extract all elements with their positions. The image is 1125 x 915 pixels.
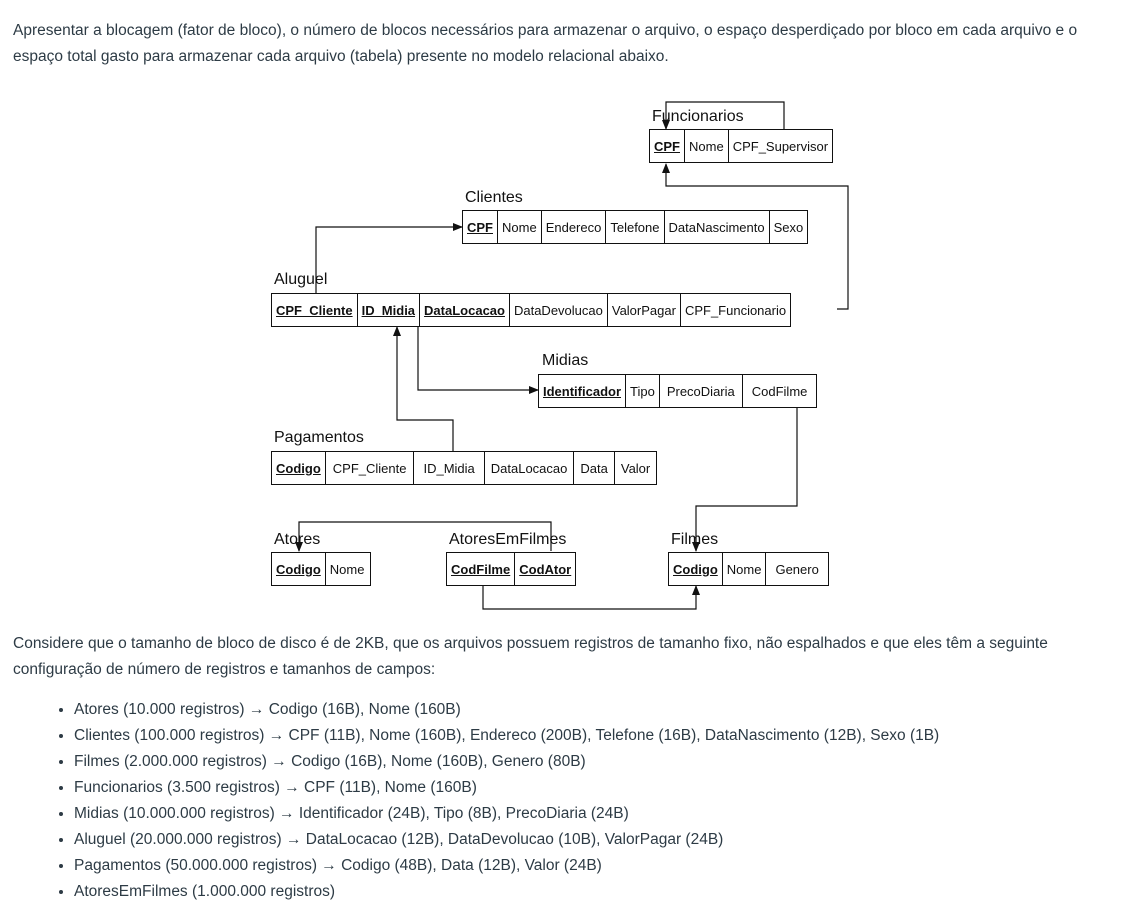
- column-codfilme: CodFilme: [751, 383, 808, 399]
- column-nome: Nome: [329, 561, 365, 577]
- atoresemfilmes-filmes-line: [482, 584, 700, 610]
- table-name-funcionarios: Funcionarios: [652, 108, 744, 125]
- column-datalocacao: DataLocacao: [485, 452, 575, 484]
- table-name-clientes: Clientes: [465, 189, 523, 206]
- table-funcionarios: CPF Nome CPF_Supervisor: [649, 129, 834, 163]
- list-item: AtoresEmFilmes (1.000.000 registros): [74, 879, 939, 905]
- aluguel-midia-line: [417, 325, 539, 394]
- column-tipo: Tipo: [626, 375, 660, 407]
- table-pagamentos: Codigo CPF_Cliente ID_Midia DataLocacao …: [271, 451, 658, 485]
- funcionarios-self-ref-line: [662, 101, 785, 130]
- column-cpf-cliente: CPF_Cliente: [326, 452, 415, 484]
- column-nome: Nome: [498, 211, 542, 243]
- table-aluguel: CPF_Cliente ID_Midia DataLocacao DataDev…: [271, 293, 792, 327]
- table-clientes: CPF Nome Endereco Telefone DataNasciment…: [462, 210, 809, 244]
- column-valor: Valor: [620, 460, 651, 476]
- list-item: Pagamentos (50.000.000 registros) → Codi…: [74, 853, 939, 879]
- pagamentos-aluguel-line: [393, 326, 454, 451]
- column-nome: Nome: [723, 553, 767, 585]
- column-id-midia: ID_Midia: [414, 452, 485, 484]
- aluguel-funcionario-line: [662, 163, 849, 310]
- list-item: Filmes (2.000.000 registros) → Codigo (1…: [74, 749, 939, 775]
- column-valorpagar: ValorPagar: [608, 294, 681, 326]
- column-sexo: Sexo: [773, 219, 804, 235]
- table-name-atores: Atores: [274, 531, 321, 548]
- column-codigo: Codigo: [669, 553, 723, 585]
- column-endereco: Endereco: [542, 211, 607, 243]
- table-name-aluguel: Aluguel: [274, 271, 328, 288]
- table-name-filmes: Filmes: [671, 531, 719, 548]
- column-cpf-supervisor: CPF_Supervisor: [732, 138, 829, 154]
- column-cpf-funcionario: CPF_Funcionario: [684, 302, 787, 318]
- column-cpf: CPF: [463, 211, 498, 243]
- column-genero: Genero: [775, 561, 819, 577]
- relational-model-diagram: Funcionarios CPF Nome CPF_Supervisor Cli…: [271, 101, 849, 610]
- column-id-midia: ID_Midia: [358, 294, 421, 326]
- table-filmes: Codigo Nome Genero: [668, 552, 829, 586]
- atoresemfilmes-atores-line: [295, 521, 552, 552]
- file-configuration-list: Atores (10.000 registros) → Codigo (16B)…: [56, 697, 939, 905]
- table-name-pagamentos: Pagamentos: [274, 429, 364, 446]
- column-nome: Nome: [685, 130, 729, 162]
- column-codator: CodAtor: [519, 561, 572, 577]
- list-item: Aluguel (20.000.000 registros) → DataLoc…: [74, 827, 939, 853]
- list-item: Midias (10.000.000 registros) → Identifi…: [74, 801, 939, 827]
- table-atores: Codigo Nome: [271, 552, 372, 586]
- table-atoresemfilmes: CodFilme CodAtor: [446, 552, 577, 586]
- column-cpf: CPF: [650, 130, 685, 162]
- midias-filmes-line: [692, 407, 798, 552]
- consider-paragraph: Considere que o tamanho de bloco de disc…: [13, 635, 1048, 678]
- column-data: Data: [574, 452, 615, 484]
- list-item: Clientes (100.000 registros) → CPF (11B)…: [74, 723, 939, 749]
- aluguel-cliente-line: [315, 223, 463, 295]
- column-codfilme: CodFilme: [447, 553, 516, 585]
- column-datadevolucao: DataDevolucao: [510, 294, 608, 326]
- column-telefone: Telefone: [606, 211, 665, 243]
- table-name-atoresemfilmes: AtoresEmFilmes: [449, 531, 567, 548]
- column-datalocacao: DataLocacao: [420, 294, 510, 326]
- list-item: Atores (10.000 registros) → Codigo (16B)…: [74, 697, 939, 723]
- intro-paragraph: Apresentar a blocagem (fator de bloco), …: [13, 22, 1078, 65]
- column-datanascimento: DataNascimento: [665, 211, 770, 243]
- column-codigo: Codigo: [272, 452, 326, 484]
- table-midias: Identificador Tipo PrecoDiaria CodFilme: [538, 374, 818, 408]
- relationship-arrows: [295, 101, 849, 610]
- column-precodiaria: PrecoDiaria: [660, 375, 743, 407]
- list-item: Funcionarios (3.500 registros) → CPF (11…: [74, 775, 939, 801]
- column-codigo: Codigo: [272, 553, 326, 585]
- column-identificador: Identificador: [539, 375, 627, 407]
- column-cpf-cliente: CPF_Cliente: [272, 294, 358, 326]
- table-name-midias: Midias: [542, 352, 589, 369]
